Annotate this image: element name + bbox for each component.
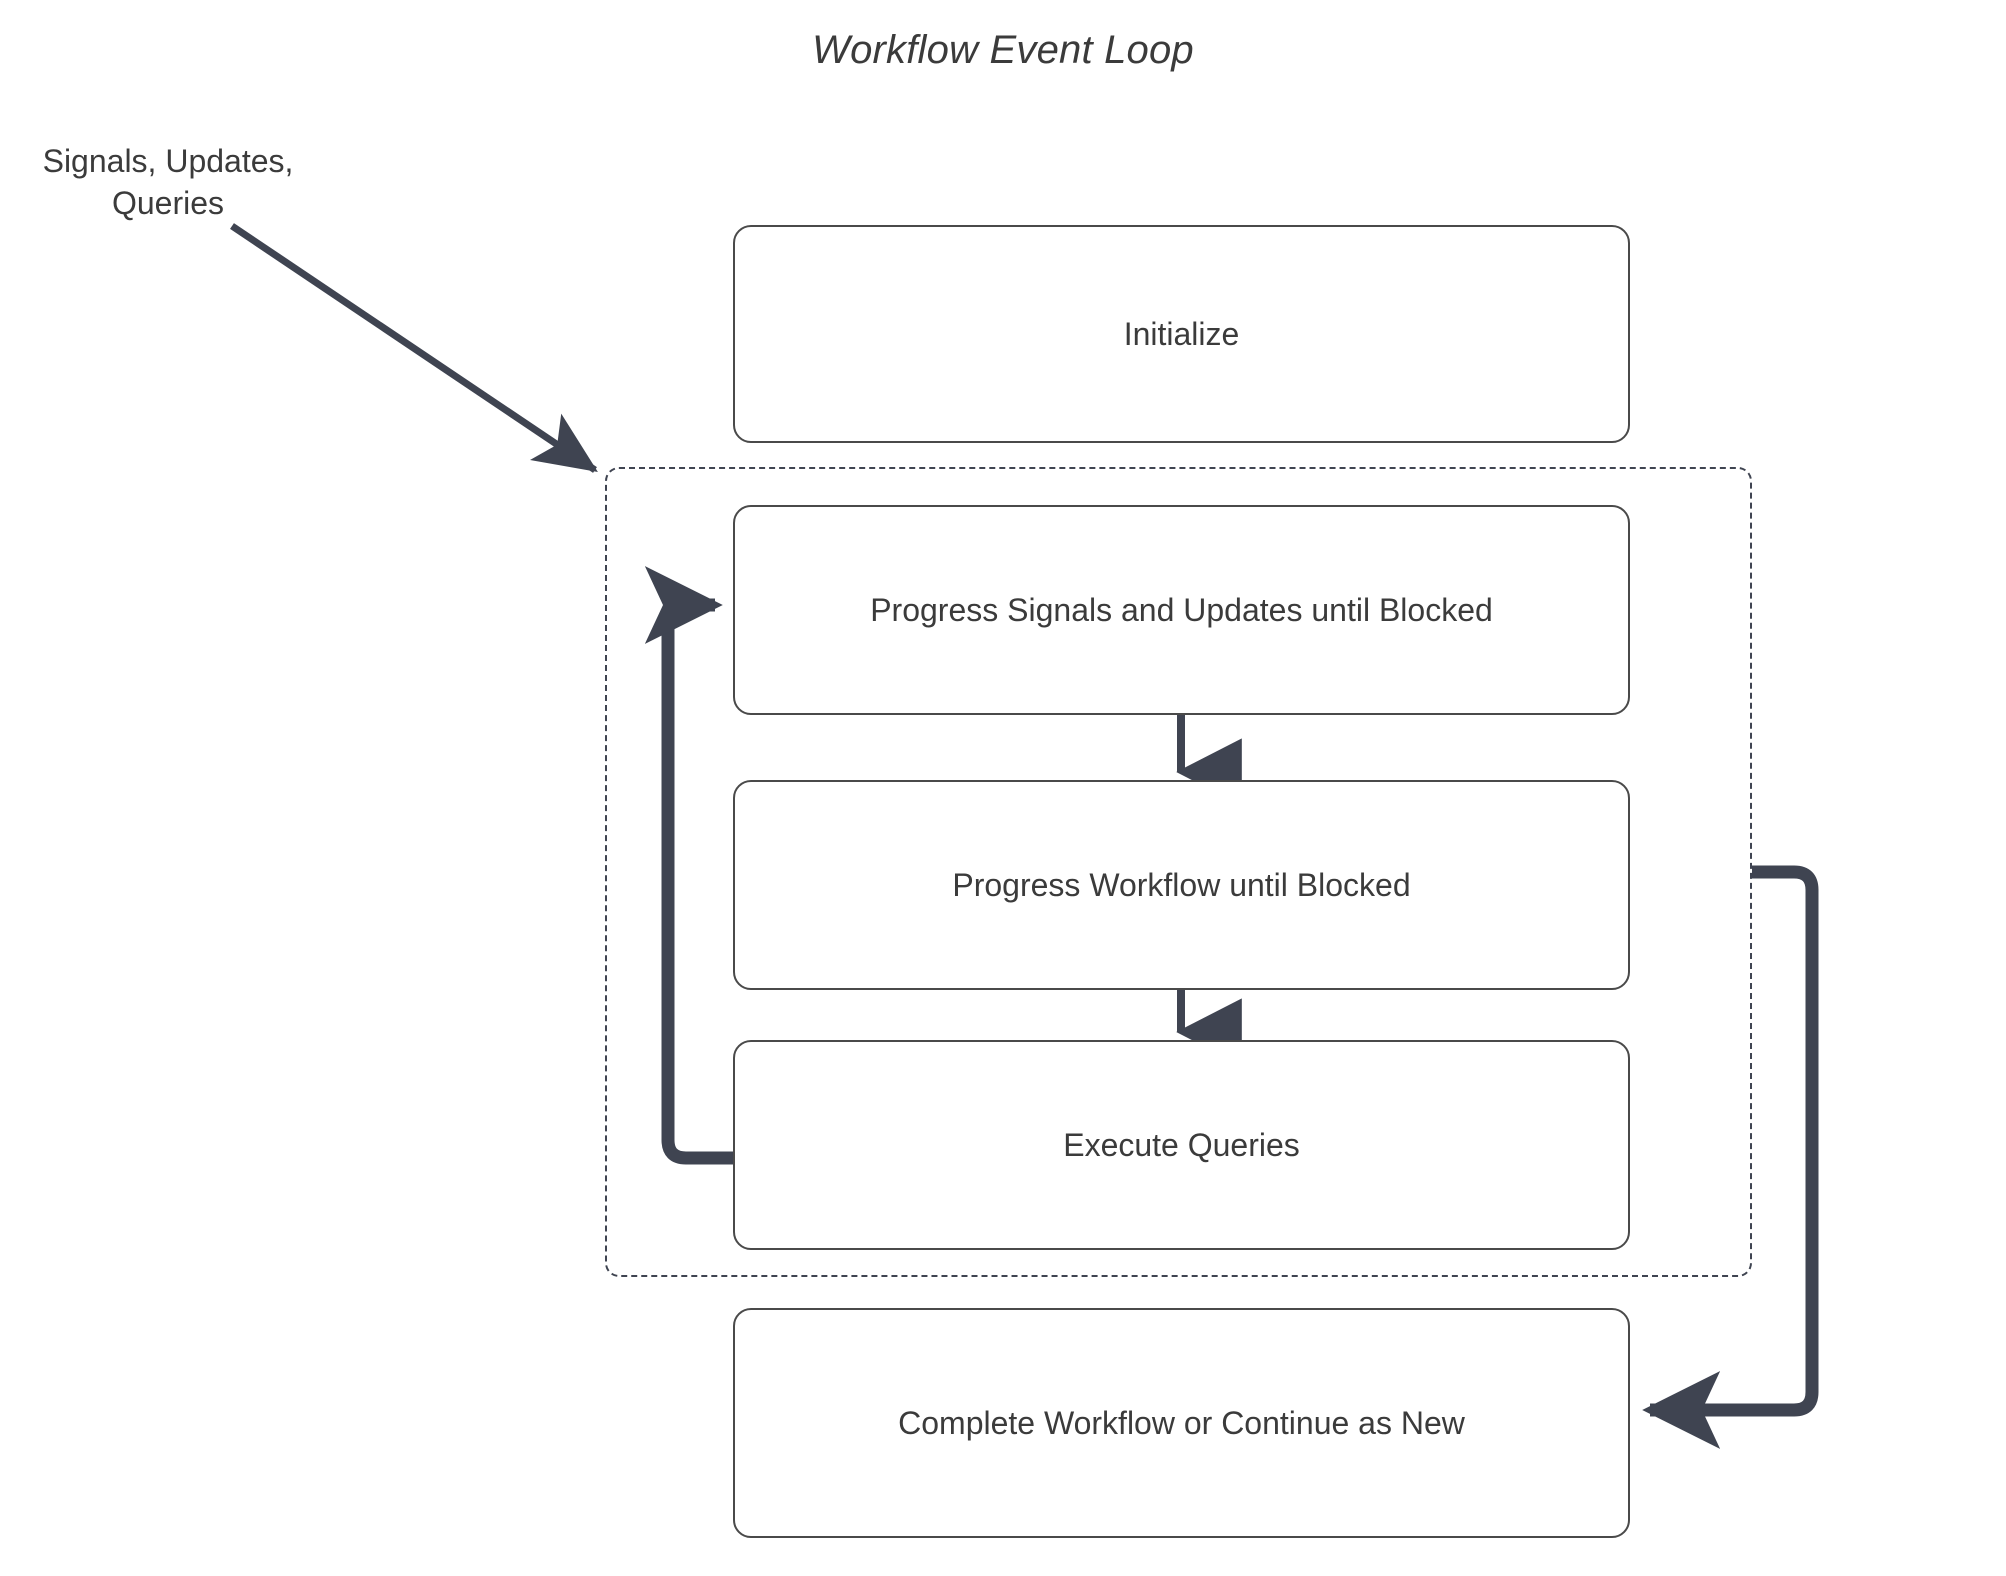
node-progress-workflow-label: Progress Workflow until Blocked: [952, 867, 1411, 903]
external-signals-label-line1: Signals, Updates,: [42, 143, 294, 179]
node-execute-queries-label: Execute Queries: [1063, 1127, 1300, 1163]
node-progress-signals[interactable]: Progress Signals and Updates until Block…: [733, 505, 1630, 715]
node-execute-queries[interactable]: Execute Queries: [733, 1040, 1630, 1250]
event-loop-group: [605, 467, 1752, 1277]
node-progress-signals-label: Progress Signals and Updates until Block…: [870, 592, 1493, 628]
node-complete-workflow[interactable]: Complete Workflow or Continue as New: [733, 1308, 1630, 1538]
page-title: Workflow Event Loop: [812, 28, 1194, 72]
external-signals-label: Signals, Updates, Queries: [18, 140, 318, 224]
node-initialize[interactable]: Initialize: [733, 225, 1630, 443]
edge-signals-to-loop: [230, 223, 598, 473]
external-signals-label-line2: Queries: [111, 185, 225, 221]
node-progress-workflow[interactable]: Progress Workflow until Blocked: [733, 780, 1630, 990]
node-initialize-label: Initialize: [1123, 316, 1240, 352]
node-complete-workflow-label: Complete Workflow or Continue as New: [898, 1405, 1465, 1441]
